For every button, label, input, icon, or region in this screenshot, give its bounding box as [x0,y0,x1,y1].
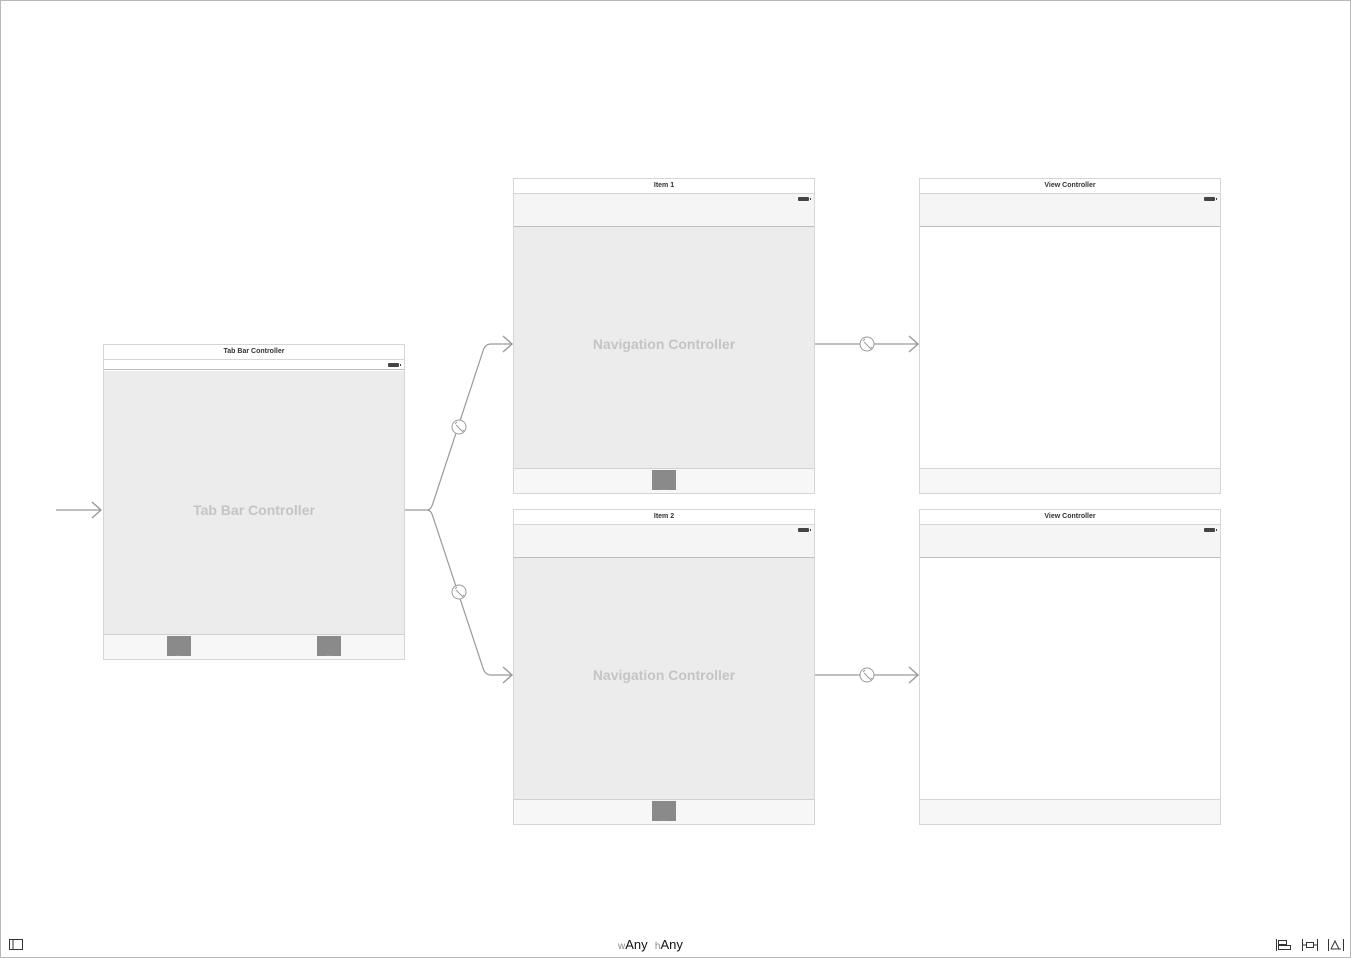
size-class-selector[interactable]: wAny hAny [618,937,683,952]
scene-title[interactable]: View Controller [920,179,1220,194]
segue-link-icon [862,338,873,350]
battery-icon [388,363,401,367]
view-controller-scene-1[interactable]: View Controller [919,178,1221,494]
navigation-bar [920,194,1220,227]
tab-bar-controller-scene[interactable]: Tab Bar Controller Tab Bar Controller It… [103,344,405,660]
initial-view-controller-arrow[interactable] [56,501,103,519]
height-value: Any [660,937,683,952]
tab-item-placeholder-icon[interactable] [317,636,341,656]
bottom-bar [920,468,1220,493]
navigation-bar [514,194,814,227]
tab-item-label: Item 2 [326,655,332,657]
resolve-layout-icon[interactable] [1327,938,1345,952]
root-segue-2[interactable] [815,666,920,684]
scene-body: Navigation Controller [514,227,814,468]
tab-item-label: Item 1 [176,655,182,657]
navigation-bar [514,525,814,558]
tab-item-label: Item 2 [661,820,667,822]
battery-icon [798,197,811,201]
segue-link-icon [454,586,465,598]
tab-item-placeholder-icon[interactable] [167,636,191,656]
scene-placeholder-label: Navigation Controller [592,336,736,352]
scene-title[interactable]: Tab Bar Controller [104,345,404,360]
relationship-segue-item-1[interactable] [405,335,514,511]
segue-link-icon [862,669,873,681]
battery-icon [1204,197,1217,201]
scene-placeholder-label: Navigation Controller [592,667,736,683]
battery-icon [798,528,811,532]
tab-item-label: Item 1 [661,489,667,491]
tab-item-placeholder-icon[interactable] [652,801,676,821]
scene-title[interactable]: Item 1 [514,179,814,194]
toggle-outline-icon[interactable] [9,938,23,950]
view-controller-scene-2[interactable]: View Controller [919,509,1221,825]
scene-body: Navigation Controller [514,558,814,799]
scene-title[interactable]: View Controller [920,510,1220,525]
scene-title[interactable]: Item 2 [514,510,814,525]
height-prefix: h [654,941,661,952]
status-bar [104,360,404,370]
bottom-bar [920,799,1220,824]
tab-bar[interactable]: Item 1 Item 2 [104,634,404,659]
segue-link-icon [454,421,465,433]
scene-body: Tab Bar Controller [104,371,404,634]
navigation-controller-scene-1[interactable]: Item 1 Navigation Controller Item 1 [513,178,815,494]
scene-placeholder-label: Tab Bar Controller [193,502,315,518]
battery-icon [1204,528,1217,532]
navigation-controller-scene-2[interactable]: Item 2 Navigation Controller Item 2 [513,509,815,825]
tab-bar[interactable]: Item 2 [514,799,814,824]
width-prefix: w [618,941,626,952]
width-value: Any [625,937,648,952]
pin-icon[interactable] [1301,938,1319,952]
navigation-bar [920,525,1220,558]
align-icon[interactable] [1275,938,1293,952]
tab-bar[interactable]: Item 1 [514,468,814,493]
root-segue-1[interactable] [815,335,920,353]
relationship-segue-item-2[interactable] [426,509,514,684]
tab-item-placeholder-icon[interactable] [652,470,676,490]
